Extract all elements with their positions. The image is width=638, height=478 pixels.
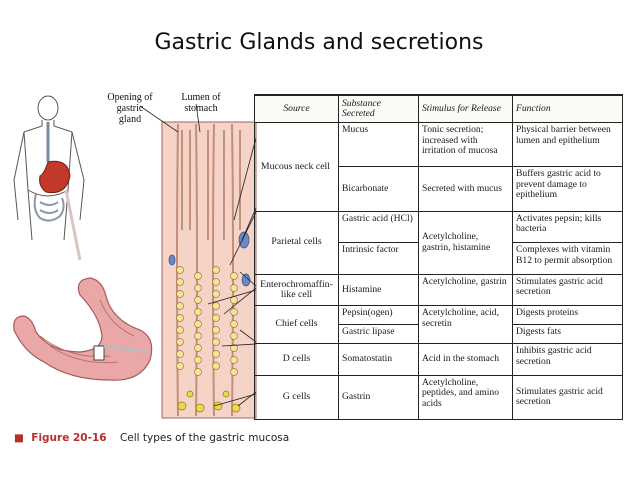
zoom-arrow-2 [103, 344, 149, 354]
stomach-wall-section [93, 345, 105, 361]
lumen-label: Lumen of stomach [181, 92, 221, 114]
gastric-illustration [13, 95, 257, 419]
substance-cell: Somatostatin [338, 343, 419, 376]
stomach-small [39, 160, 71, 194]
figure-panel: Opening of gastric gland Lumen of stomac… [10, 90, 628, 428]
substance-cell: Gastrin [338, 374, 419, 421]
substance-cell: Intrinsic factor [338, 242, 419, 275]
table-row: Chief cells Pepsin(ogen) Acetylcholine, … [254, 305, 623, 345]
stimulus-cell: Acetylcholine, peptides, and amino acids [418, 374, 513, 421]
function-cell: Inhibits gastric acid secretion [512, 343, 623, 376]
table-row: Bicarbonate Secreted with mucus Buffers … [255, 166, 623, 212]
stimulus-cell: Acid in the stomach [418, 343, 513, 376]
source-mucous-cell: Mucous neck cell [254, 122, 339, 212]
table-row: D cells Somatostatin Acid in the stomach… [254, 343, 623, 376]
header-stimulus: Stimulus for Release [418, 94, 513, 123]
table-row: Parietal cells Gastric acid (HCl) Acetyl… [254, 210, 623, 275]
source-g-cells: G cells [254, 374, 339, 421]
header-source: Source [254, 94, 339, 123]
table-row: Gastric lipase Digests fats [255, 324, 623, 345]
table-row: Enterochromaffin-like cell Histamine Ace… [254, 273, 623, 307]
figure-number: Figure 20-16 [31, 432, 107, 444]
table-row: G cells Gastrin Acetylcholine, peptides,… [254, 374, 623, 421]
source-d-cells: D cells [254, 343, 339, 376]
substance-cell: Gastric lipase [338, 324, 419, 345]
secretions-table: Source Substance Secreted Stimulus for R… [254, 94, 623, 421]
stimulus-cell: Tonic secretion; increased with irritati… [418, 121, 513, 168]
function-cell: Stimulates gastric acid secretion [512, 273, 623, 307]
stomach-large [13, 277, 153, 381]
stimulus-cell: Acetylcholine, gastrin [418, 273, 513, 307]
function-cell: Stimulates gastric acid secretion [512, 374, 623, 421]
substance-cell: Pepsin(ogen) [338, 305, 419, 326]
caption-text: Cell types of the gastric mucosa [119, 432, 290, 444]
pointer-lines [139, 103, 257, 407]
source-parietal-cells: Parietal cells [254, 210, 339, 275]
table-row: Intrinsic factor Complexes with vitamin … [255, 242, 623, 275]
opening-label: Opening of gastric gland [107, 92, 153, 125]
source-ecl-cell: Enterochromaffin-like cell [254, 273, 339, 307]
substance-cell: Mucus [338, 121, 419, 168]
source-chief-cells: Chief cells [254, 305, 339, 345]
stimulus-cell: Secreted with mucus [418, 166, 513, 212]
function-cell: Activates pepsin; kills bacteria [512, 210, 623, 244]
table-row: Mucous neck cell Mucus Tonic secretion; … [254, 121, 623, 212]
slide-title: Gastric Glands and secretions [154, 30, 484, 55]
header-substance: Substance Secreted [338, 94, 419, 123]
intestines [33, 193, 65, 222]
substance-cell: Bicarbonate [338, 166, 419, 212]
table-header-row: Source Substance Secreted Stimulus for R… [254, 94, 623, 123]
function-cell: Buffers gastric acid to prevent damage t… [512, 166, 623, 212]
stimulus-cell: Acetylcholine, gastrin, histamine [418, 210, 513, 275]
human-body-outline [13, 95, 85, 241]
header-function: Function [512, 94, 623, 123]
function-cell: Digests proteins [512, 305, 623, 326]
function-cell: Digests fats [512, 324, 623, 345]
caption-bullet: ■ [14, 432, 24, 444]
function-cell: Physical barrier between lumen and epith… [512, 121, 623, 168]
substance-cell: Histamine [338, 273, 419, 307]
stimulus-cell: Acetylcholine, acid, secretin [418, 305, 513, 345]
gastric-gland-tissue [161, 121, 257, 419]
zoom-arrow-1 [64, 189, 82, 261]
function-cell: Complexes with vitamin B12 to permit abs… [512, 242, 623, 275]
figure-caption: ■ Figure 20-16 Cell types of the gastric… [14, 432, 289, 444]
substance-cell: Gastric acid (HCl) [338, 210, 419, 244]
